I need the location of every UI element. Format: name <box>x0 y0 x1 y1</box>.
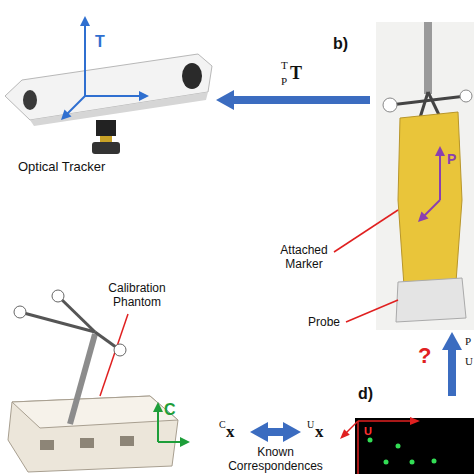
node-label: U <box>364 425 372 438</box>
ultrasound-image-part <box>432 459 437 464</box>
phantom-axes-part <box>153 402 163 412</box>
node-label: Probe <box>308 316 340 330</box>
probe-photo-part <box>460 90 472 102</box>
image-axes-part <box>358 420 412 422</box>
ultrasound-image <box>355 418 474 474</box>
panel-letter: b) <box>333 36 348 52</box>
tracker-axes-part <box>80 16 90 26</box>
image-axes-part <box>410 417 420 425</box>
ultrasound-image-part <box>368 438 373 443</box>
phantom-axes-part <box>180 437 190 447</box>
phantom-photo-part <box>114 344 126 356</box>
tracker-photo-part <box>100 136 112 142</box>
tracker-axes-part <box>139 91 149 101</box>
axis-label: P <box>447 152 456 166</box>
phantom-photo-part <box>14 306 26 318</box>
tracker-node: Optical Tracker <box>0 0 214 185</box>
arrow-shaft <box>448 350 456 396</box>
probe-photo-part <box>398 112 462 286</box>
arrow-head <box>283 422 301 442</box>
phantom-photo-part <box>12 396 178 428</box>
phantom-photo-part <box>8 396 178 472</box>
arrow-head <box>250 422 268 442</box>
point-symbol: x <box>315 423 324 440</box>
probe-photo-part <box>390 96 466 105</box>
probe-photo-part <box>383 98 397 112</box>
image-axes-part <box>346 421 358 433</box>
node-label: Attached Marker <box>268 244 340 272</box>
arrow-head <box>216 90 234 110</box>
probe-photo-part <box>424 22 432 94</box>
transform-superscript: P <box>465 336 471 347</box>
probe-photo <box>376 22 474 330</box>
phantom-photo-part <box>52 290 64 302</box>
phantom-photo-part <box>40 440 54 450</box>
phantom-photo-part <box>120 436 134 446</box>
probe-photo-part <box>376 22 474 330</box>
phantom-axes-part <box>158 441 182 443</box>
phantom-axes <box>153 402 190 447</box>
tracker-photo-part <box>23 90 37 110</box>
transform-superscript: T <box>281 60 288 71</box>
tracker-axes-part <box>61 110 72 121</box>
question-mark: ? <box>418 345 431 367</box>
tracker-photo-part <box>30 92 208 126</box>
tracker-axes-part <box>84 24 86 96</box>
axis-label: T <box>95 34 105 50</box>
tracker-photo-part <box>182 63 202 89</box>
point-superscript: U <box>307 420 314 430</box>
phantom-photo-part <box>80 438 94 448</box>
point-superscript: C <box>219 420 226 430</box>
image-axes-part <box>340 429 350 439</box>
transform-arrow <box>216 90 370 110</box>
probe-axes-part <box>424 200 440 216</box>
transform-subscript: P <box>281 76 287 87</box>
edge-label: Known Correspondences <box>220 446 332 474</box>
ultrasound-image-part <box>396 444 401 449</box>
probe-node: Attached MarkerProbe <box>372 30 474 330</box>
probe-axes-part <box>418 212 429 223</box>
phantom-node: Calibration Phantom <box>0 280 248 474</box>
phantom-axes-part <box>157 410 159 442</box>
point-symbol: x <box>226 423 235 440</box>
tracker-axes <box>61 16 149 120</box>
tracker-photo <box>5 54 212 154</box>
ultrasound-image-part <box>355 418 474 474</box>
node-label: Calibration Phantom <box>92 282 182 310</box>
phantom-photo <box>8 290 178 472</box>
transform-subscript: U <box>465 356 473 367</box>
panel-letter: d) <box>358 386 373 402</box>
probe-axes <box>418 146 445 222</box>
ultrasound-image-part <box>384 460 389 465</box>
transform-arrow <box>250 422 301 442</box>
leader-line-part <box>346 300 398 322</box>
image-axes <box>340 417 420 474</box>
leader-line-part <box>100 314 128 396</box>
image-axes-part <box>357 421 359 474</box>
probe-axes-part <box>439 154 441 200</box>
probe-photo-part <box>396 278 466 322</box>
probe-axes-part <box>435 146 445 156</box>
tracker-axes-part <box>67 96 85 114</box>
ultrasound-image-part <box>410 460 415 465</box>
axis-label: C <box>164 402 176 418</box>
tracker-axes-part <box>85 95 140 97</box>
transform-symbol: T <box>290 64 302 82</box>
transform-arrow <box>442 332 462 396</box>
arrow-head <box>442 332 462 350</box>
arrow-shaft <box>234 96 370 104</box>
node-label: Optical Tracker <box>18 160 105 175</box>
arrow-shaft <box>268 428 283 436</box>
tracker-photo-part <box>96 120 116 136</box>
tracker-photo-part <box>92 142 120 154</box>
leader-line-part <box>334 210 398 252</box>
image-node: U <box>303 398 474 474</box>
phantom-photo-part <box>70 334 95 424</box>
phantom-photo-part <box>58 296 95 332</box>
